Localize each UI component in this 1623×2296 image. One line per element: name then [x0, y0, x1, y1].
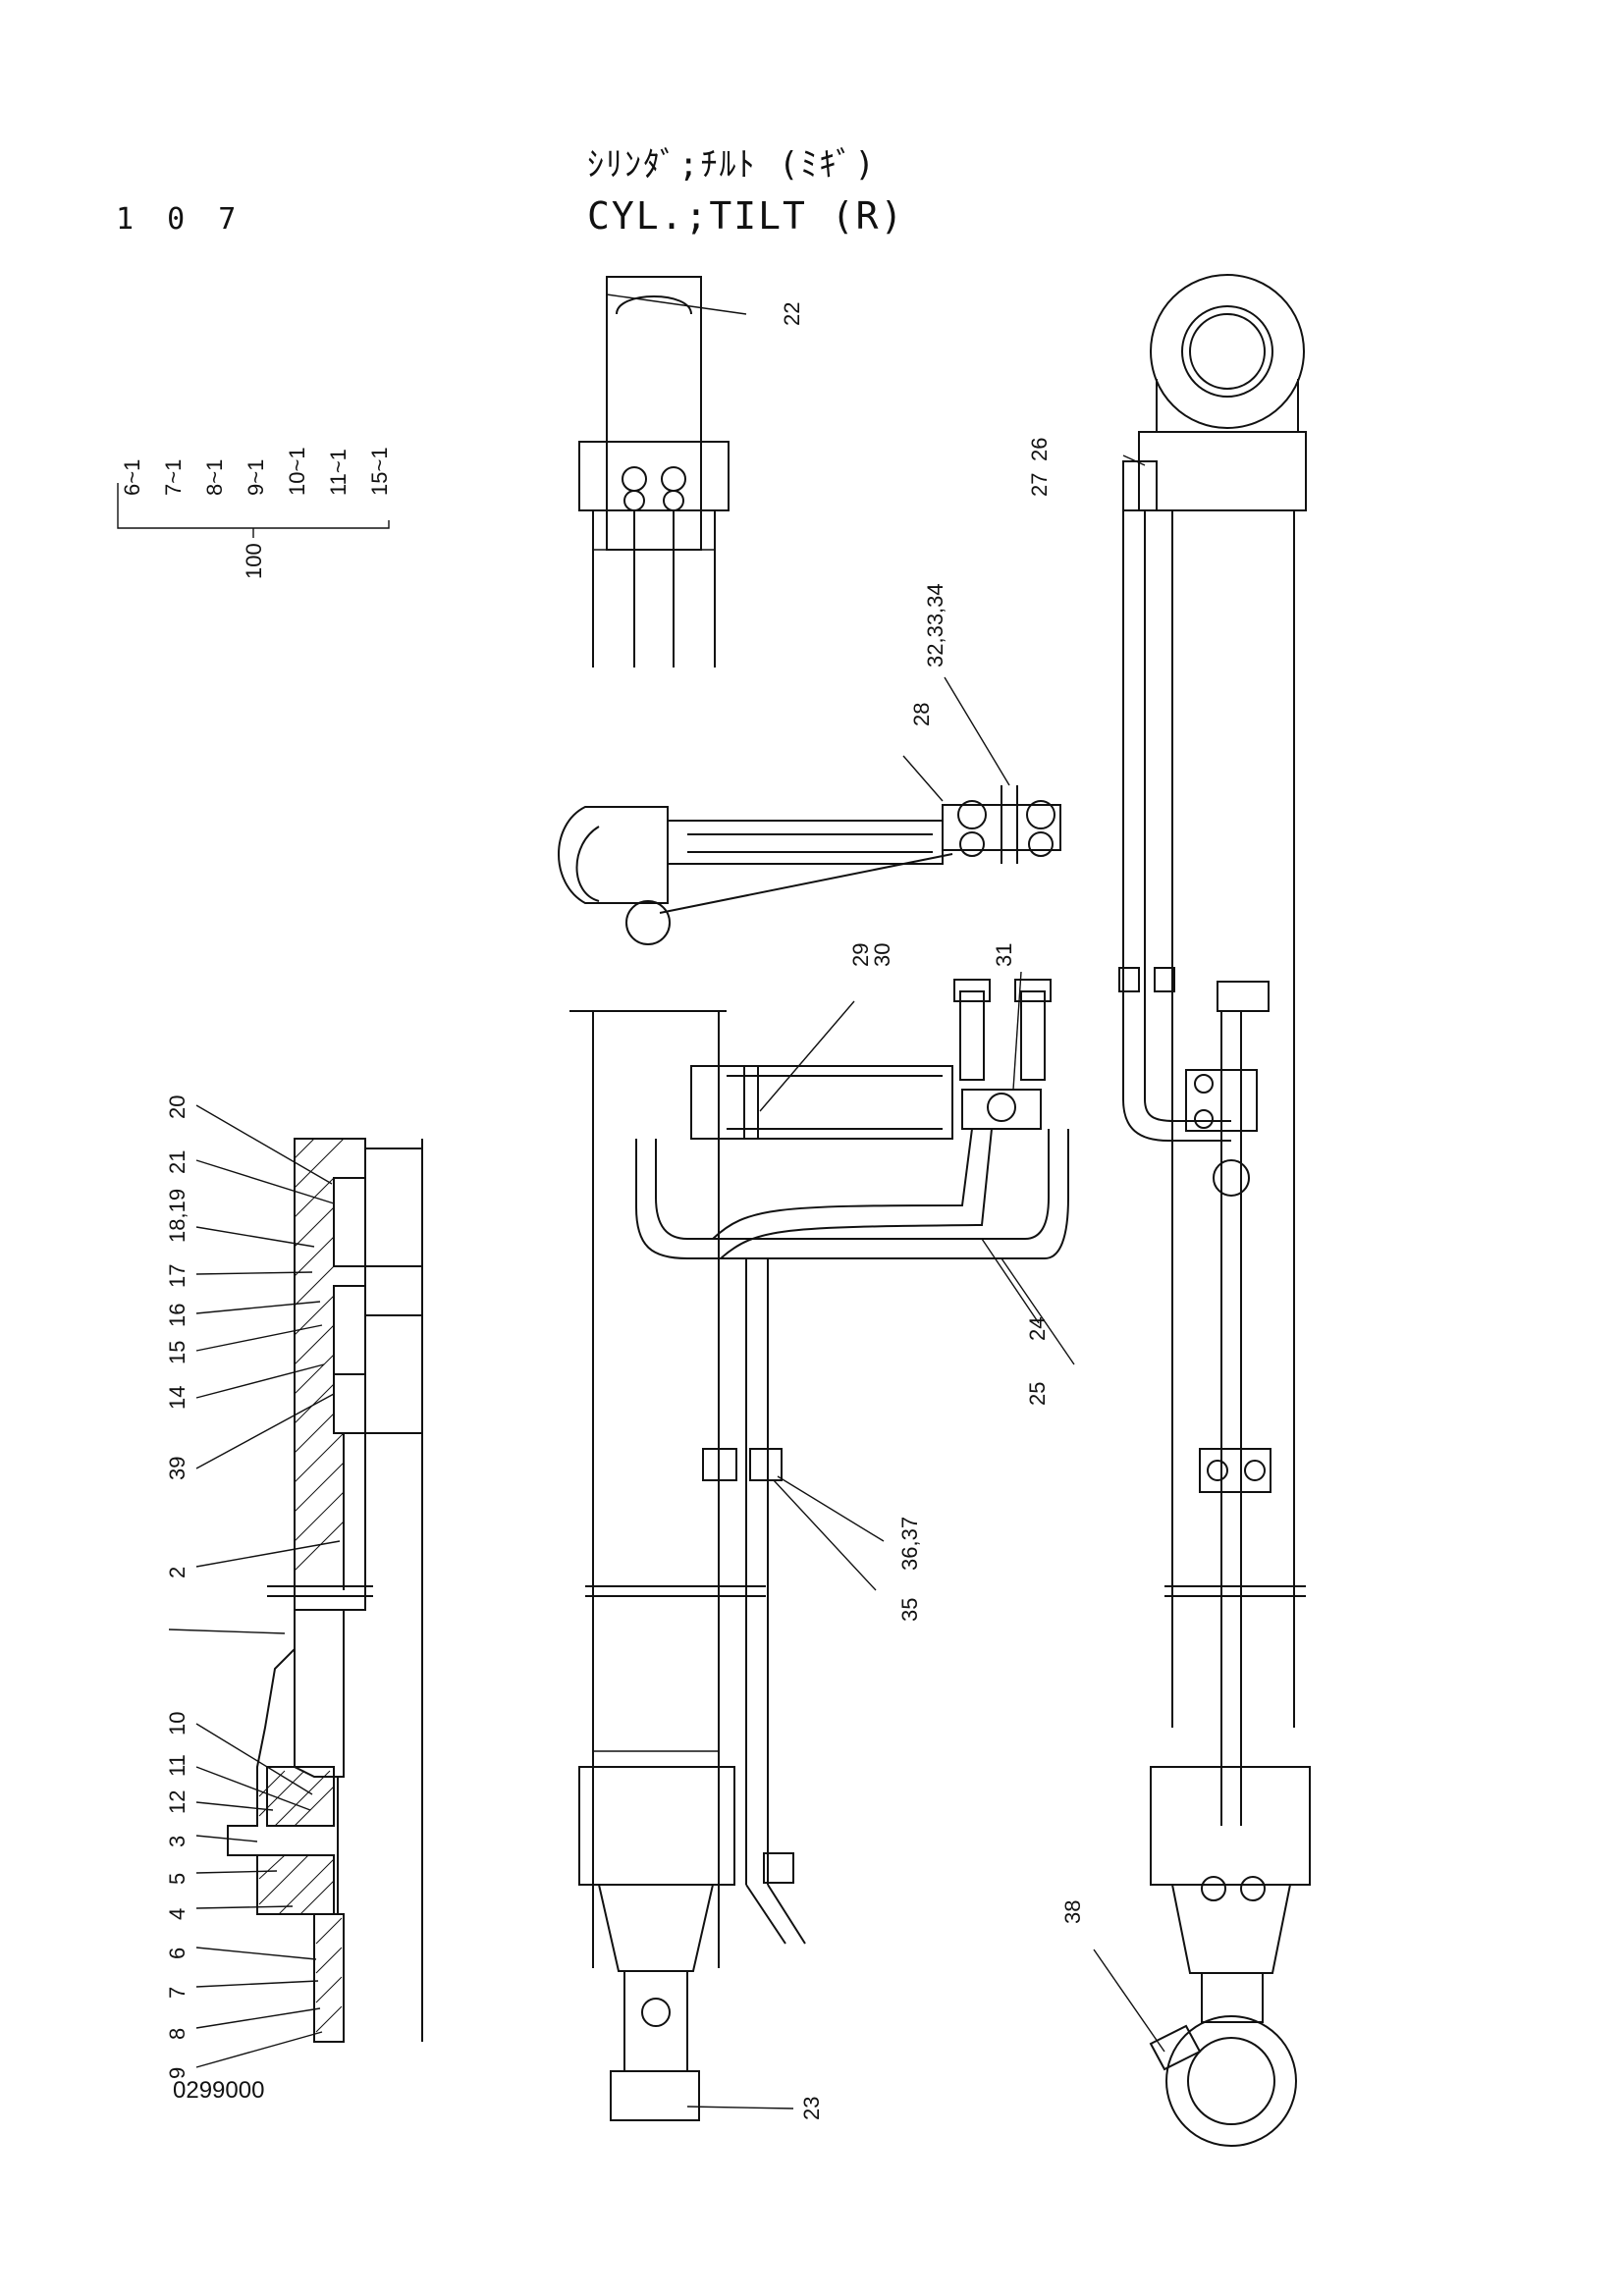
leader-line: [195, 1271, 313, 1275]
leader-line: [195, 1324, 323, 1352]
leader-line: [195, 1801, 274, 1811]
callout-38: 38: [1060, 1900, 1085, 1924]
callout-31: 31: [992, 943, 1016, 967]
leader-line: [195, 1159, 335, 1204]
kit-item-label: 10~1: [285, 447, 309, 496]
leader-line: [195, 1980, 319, 1988]
leader-line: [1093, 1949, 1165, 2053]
kit-item-label: 8~1: [202, 459, 227, 496]
callout-30: 30: [870, 943, 894, 967]
callout-27: 27: [1027, 473, 1052, 497]
title-english: CYL.;TILT (R): [587, 194, 905, 238]
top-view-clevis: 22: [578, 276, 804, 667]
section-hatching: [258, 1138, 345, 2033]
left-view-section: 20 21 18,19 17 16 15 14 39 2 10 11 12 3 …: [165, 1095, 423, 2079]
kit-item-label: 9~1: [243, 459, 268, 496]
leader-line: [686, 2106, 794, 2109]
callout-2: 2: [165, 1567, 189, 1578]
callout-10: 10: [165, 1712, 189, 1735]
callout-8: 8: [165, 2028, 189, 2040]
leader-line: [195, 1393, 335, 1469]
callout-23: 23: [799, 2097, 824, 2120]
callout-11: 11: [165, 1754, 189, 1777]
leader-line: [1001, 1257, 1075, 1365]
leader-line: [981, 1238, 1040, 1324]
callout-14: 14: [165, 1386, 189, 1410]
leader-line: [195, 1226, 315, 1248]
leader-line: [195, 2007, 321, 2029]
leader-line: [195, 1835, 258, 1842]
kit-item-label: 6~1: [120, 459, 144, 496]
leader-line: [195, 1947, 317, 1960]
leader-line: [606, 294, 747, 315]
kit-group-label: 100: [242, 543, 266, 579]
leader-line: [195, 1363, 325, 1399]
center-view-cylinder: 29 30 31 24 25 36,37 35 23: [569, 943, 1075, 2121]
leader-line: [195, 1723, 313, 1795]
callout-5: 5: [165, 1873, 189, 1885]
kit-item-label: 11~1: [326, 449, 351, 496]
callout-26: 26: [1027, 438, 1052, 461]
callout-18-19: 18,19: [165, 1189, 189, 1243]
leader-line: [195, 2031, 323, 2068]
callout-21: 21: [165, 1150, 189, 1174]
leader-line: [777, 1475, 885, 1542]
title-japanese: ｼﾘﾝﾀﾞ;ﾁﾙﾄ (ﾐｷﾞ): [587, 145, 877, 185]
callout-35: 35: [897, 1598, 922, 1622]
leader-line: [1012, 971, 1022, 1091]
leader-line: [195, 1540, 341, 1568]
kit-item-label: 7~1: [161, 459, 186, 496]
leader-line: [195, 1766, 311, 1811]
callout-3: 3: [165, 1836, 189, 1847]
drawing-number: 0299000: [173, 2077, 265, 2104]
callout-22: 22: [780, 302, 804, 326]
callout-6: 6: [165, 1948, 189, 1959]
leader-line: [195, 1104, 333, 1185]
callout-4: 4: [165, 1908, 189, 1920]
kit-group: 6~1 7~1 8~1 9~1 10~1 11~1 15~1 100: [117, 447, 392, 579]
callout-7: 7: [165, 1987, 189, 1999]
page-number: 1 0 7: [116, 202, 244, 237]
kit-item-label: 15~1: [367, 447, 392, 496]
callout-28: 28: [909, 703, 934, 726]
leader-line: [944, 676, 1010, 786]
callout-39: 39: [165, 1457, 189, 1480]
callout-36-37: 36,37: [897, 1517, 922, 1571]
callout-20: 20: [165, 1095, 189, 1119]
callout-24: 24: [1025, 1317, 1050, 1341]
leader-line: [759, 1000, 855, 1112]
callout-16: 16: [165, 1304, 189, 1327]
leader-line: [195, 1870, 278, 1874]
callout-15: 15: [165, 1341, 189, 1364]
leader-line: [195, 1301, 321, 1314]
callout-17: 17: [165, 1264, 189, 1288]
callout-25: 25: [1025, 1382, 1050, 1406]
callout-32-33-34: 32,33,34: [923, 583, 947, 667]
callout-29: 29: [848, 943, 873, 967]
leader-line: [1122, 454, 1146, 466]
callout-9: 9: [165, 2067, 189, 2079]
right-view-cylinder: 27 26 38: [1027, 274, 1311, 2147]
leader-line: [773, 1479, 877, 1591]
mid-view-head: 28 32,33,34: [558, 583, 1061, 945]
leader-line: [195, 1905, 294, 1909]
callout-12: 12: [165, 1790, 189, 1814]
leader-line: [168, 1629, 286, 1634]
leader-line: [902, 755, 944, 802]
